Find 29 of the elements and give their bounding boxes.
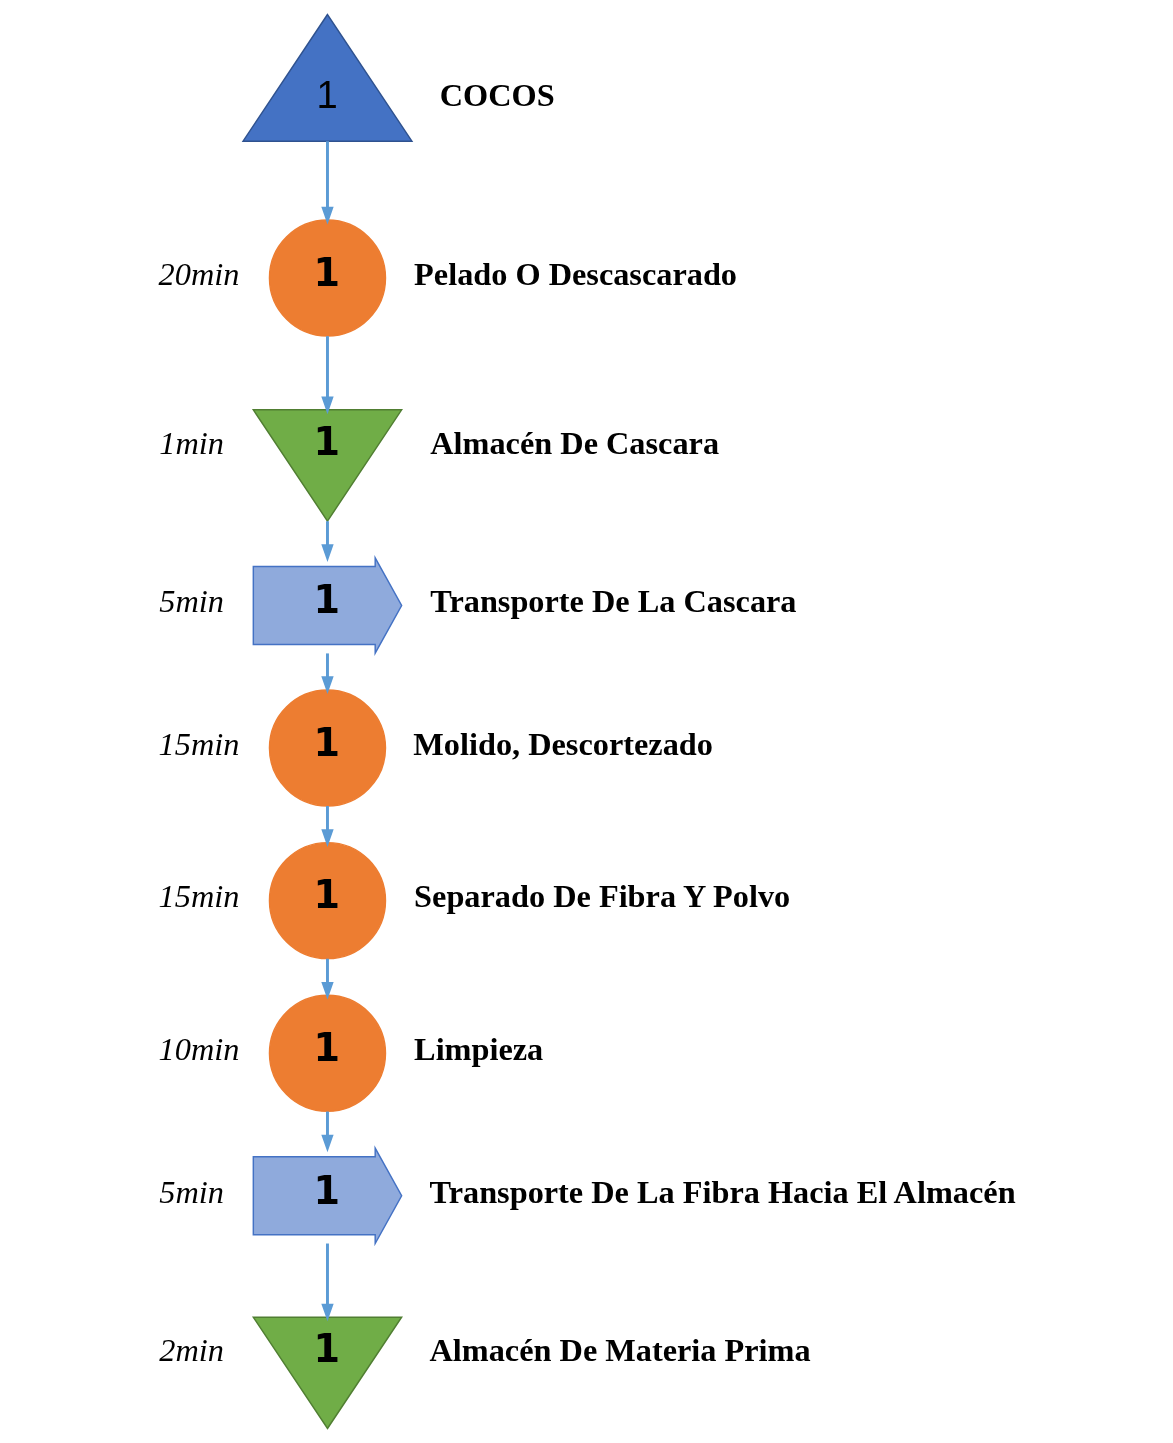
arrow	[320, 958, 334, 1000]
node-label: 15min	[158, 725, 239, 762]
node-label: 20min	[158, 255, 239, 292]
arrow	[320, 806, 334, 847]
arrow	[320, 141, 334, 225]
node-label: Limpieza	[413, 1031, 543, 1068]
node-label: Almacén De Cascara	[429, 424, 719, 461]
node-label: 5min	[158, 583, 224, 620]
node-label: 10min	[158, 1031, 239, 1068]
node-label: Almacén De Materia Prima	[429, 1332, 811, 1369]
node-label: Pelado O Descascarado	[413, 255, 737, 292]
node-label: 1min	[158, 424, 224, 461]
node-label: Transporte De La Fibra Hacia El Almacén	[429, 1173, 1016, 1210]
node-circle: 1	[268, 841, 386, 960]
node-label: 5min	[158, 1173, 224, 1210]
arrow	[320, 1111, 334, 1153]
arrow	[320, 336, 334, 415]
node-label: 2min	[158, 1332, 224, 1369]
arrow	[320, 1243, 334, 1322]
node-label: Molido, Descortezado	[412, 725, 713, 762]
node-circle: 1	[268, 219, 386, 337]
node-label: Transporte De La Cascara	[429, 583, 797, 620]
node-label: 15min	[158, 878, 239, 915]
arrow	[320, 653, 334, 694]
node-label: COCOS	[439, 76, 555, 113]
node-circle: 1	[268, 689, 386, 807]
arrow	[320, 521, 334, 562]
node-label: Separado De Fibra Y Polvo	[413, 878, 790, 915]
node-circle: 1	[268, 994, 386, 1113]
